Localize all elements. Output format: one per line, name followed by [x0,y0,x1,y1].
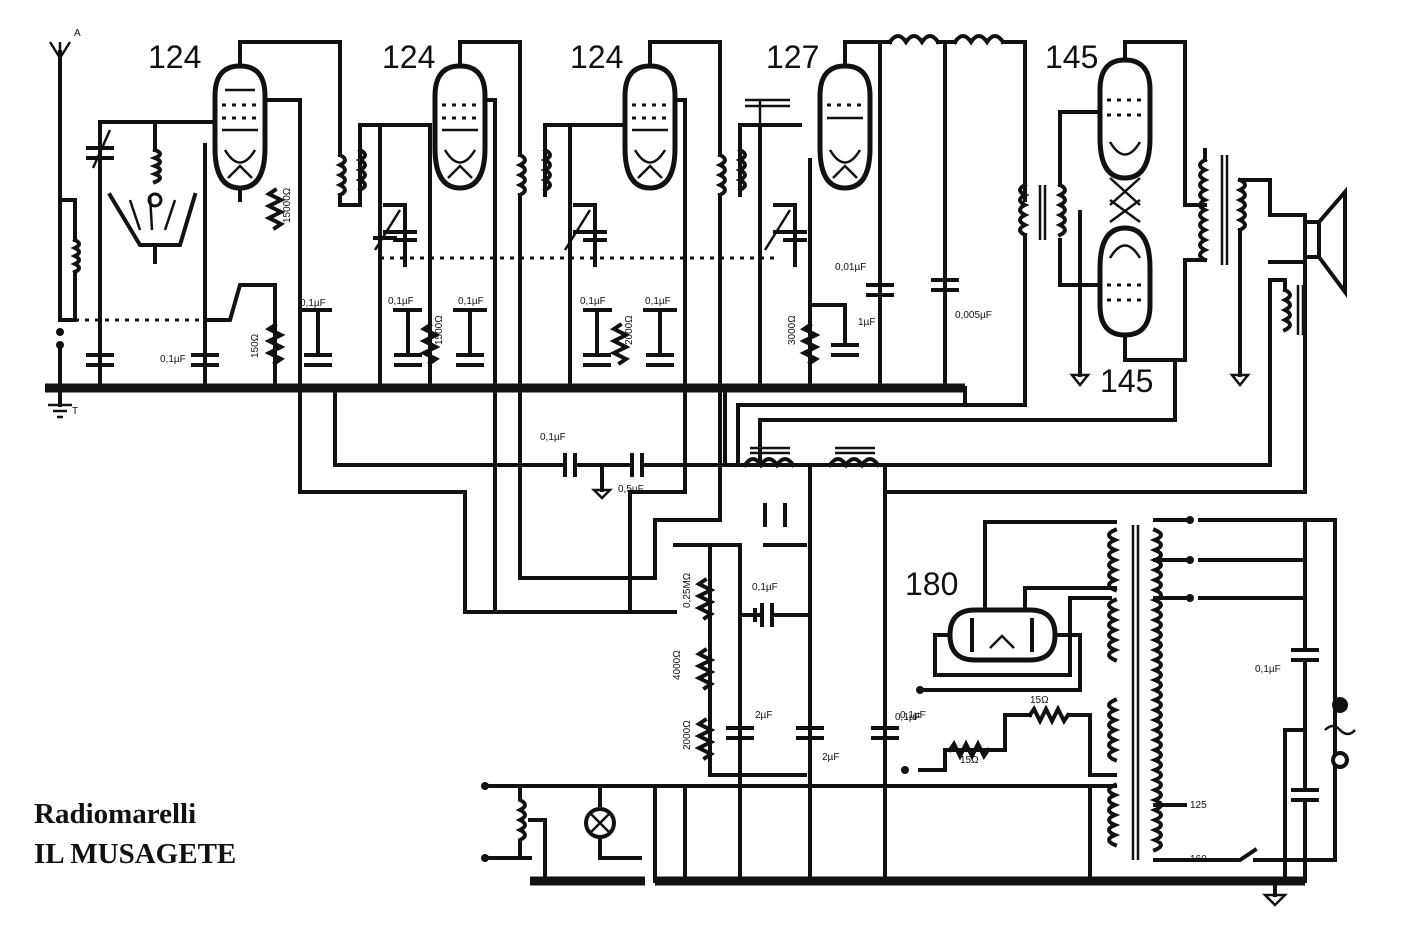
cap-rf4-label: 0,1µF [645,296,671,307]
res-2-label: 1500Ω [434,315,445,345]
band-switch [107,120,198,264]
cap-out-label: 0,005µF [955,310,992,321]
res-h1-value: 15Ω [1030,695,1049,706]
tube-rf2 [432,40,488,191]
output-transformer [1198,155,1247,265]
power-transformer [1107,525,1163,860]
radio-model: IL MUSAGETE [34,838,237,870]
chassis-ground-icon [1261,879,1289,907]
cap-rf2b-label: 0,1µF [388,296,414,307]
tube-rectifier [947,607,1058,663]
cap-bus1-label: 0,1µF [540,432,566,443]
rect-label-b: 0,1µF [895,712,921,723]
tube-rf1-label: 124 [148,39,201,75]
tube-detector-label: 127 [766,39,819,75]
tube-rf3 [622,40,678,191]
tube-pp-bottom-label: 145 [1100,363,1153,399]
tube-rf2-label: 124 [382,39,435,75]
res-f2-label: 4000Ω [672,650,683,680]
cap-f1-label: 2µF [755,710,772,721]
mains-plug-icon [1324,697,1356,769]
interstage-transformer [1018,182,1067,240]
cap-f2-label: 2µF [822,752,839,763]
filter-choke-2 [827,446,881,469]
tube-detector [817,40,873,191]
cap-rf3a-label: 0,1µF [458,296,484,307]
antenna-symbol [48,41,72,322]
tube-pp-top [1097,40,1153,181]
tube-pp-top-label: 145 [1045,39,1098,75]
res-1-label: 150Ω [250,333,261,358]
res-f1-label: 0,25MΩ [682,572,693,608]
ground-terminal [48,343,72,419]
res-h2-value: 15Ω [960,755,979,766]
cap-rf2a-label: 0,1µF [300,298,326,309]
cap-mains-label: 0,1µF [1255,664,1281,675]
tube-rf3-label: 124 [570,39,623,75]
cap-rf1-label: 0,1µF [160,354,186,365]
res-4-label: 3000Ω [787,315,798,345]
antenna-label: A [74,28,81,39]
res-f3-label: 2000Ω [682,720,693,750]
cap-rf3b-label: 0,1µF [580,296,606,307]
tube-rf1 [212,40,268,202]
cap-filter-label: 0,1µF [752,582,778,593]
af-choke [887,34,1027,46]
res-5-label: 15000Ω [282,187,293,223]
ground-label: T [72,406,78,417]
tap-125-label: 125 [1190,800,1207,811]
tube-pp-bottom [1097,225,1153,362]
dial-lamp-icon [584,807,616,839]
cap-det2-label: 1µF [858,317,875,328]
tap-160-label: 160 [1190,854,1207,865]
res-3-label: 2000Ω [624,315,635,345]
filter-choke-1 [742,446,796,469]
cap-det-label: 0,01µF [835,262,866,273]
tube-rectifier-label: 180 [905,566,958,602]
cap-bus2-label: 0,5µF [618,484,644,495]
radio-brand: Radiomarelli [34,798,197,830]
res-h1-label: 0,1µF [900,710,926,721]
